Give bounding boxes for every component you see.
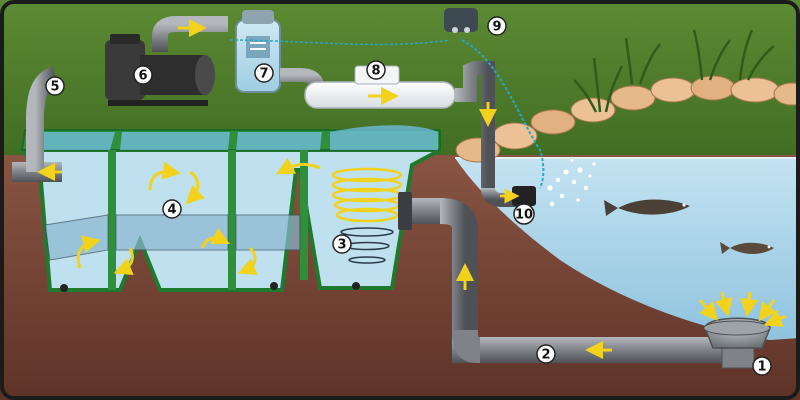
callout-number: 10 (515, 208, 533, 223)
callout-number: 6 (138, 69, 147, 84)
callout-circle (752, 356, 772, 376)
callout-vortex-chamber: 3 (332, 234, 352, 254)
callout-circle (536, 344, 556, 364)
filter-tank (17, 125, 441, 292)
callout-circle (254, 63, 274, 83)
callout-number: 1 (757, 360, 766, 375)
callout-number: 5 (50, 80, 59, 95)
return-outlet (500, 186, 536, 206)
pond-stones (455, 75, 800, 163)
pipe-flow-arrows (456, 263, 612, 359)
uv-to-pond-pipe (430, 61, 520, 207)
callout-circle (487, 16, 507, 36)
callout-circle (513, 203, 535, 225)
callout-filter-chambers: 4 (162, 199, 182, 219)
callout-bottom-drain: 1 (752, 356, 772, 376)
aeration-bubbles (546, 157, 597, 207)
drain-inflow-arrows (698, 291, 787, 327)
callout-circle (366, 60, 386, 80)
callout-number: 7 (259, 67, 268, 82)
air-line-2 (229, 39, 451, 46)
pump (105, 34, 215, 106)
callout-circle (133, 65, 153, 85)
reed-plants (573, 29, 775, 113)
callout-pressure-filter: 7 (254, 63, 274, 83)
callout-number: 4 (167, 203, 176, 218)
callout-outlet-pipe: 5 (45, 76, 65, 96)
bottom-drain (703, 317, 771, 369)
callout-number: 9 (492, 20, 501, 35)
air-pump (444, 8, 478, 33)
fish-large (604, 199, 690, 216)
callout-circle (162, 199, 182, 219)
filter-flow-arrows (76, 157, 321, 276)
callout-circle (45, 76, 65, 96)
callout-uv-clarifier: 8 (366, 60, 386, 80)
callout-return-outlet: 10 (513, 203, 535, 225)
callout-number: 2 (541, 348, 550, 363)
callout-layer: 1 2 3 4 5 6 7 8 9 10 (45, 16, 772, 376)
callout-number: 8 (371, 64, 380, 79)
callout-number: 3 (337, 238, 346, 253)
fish-small (720, 242, 774, 254)
callout-air-pump: 9 (487, 16, 507, 36)
air-line (461, 39, 545, 189)
outlet-pipe-run (12, 61, 105, 182)
pump-to-filter-pipe (152, 16, 228, 52)
callout-pump: 6 (133, 65, 153, 85)
callout-drain-pipe: 2 (536, 344, 556, 364)
pond-water (455, 158, 800, 340)
uv-clarifier (304, 65, 456, 109)
callout-circle (332, 234, 352, 254)
